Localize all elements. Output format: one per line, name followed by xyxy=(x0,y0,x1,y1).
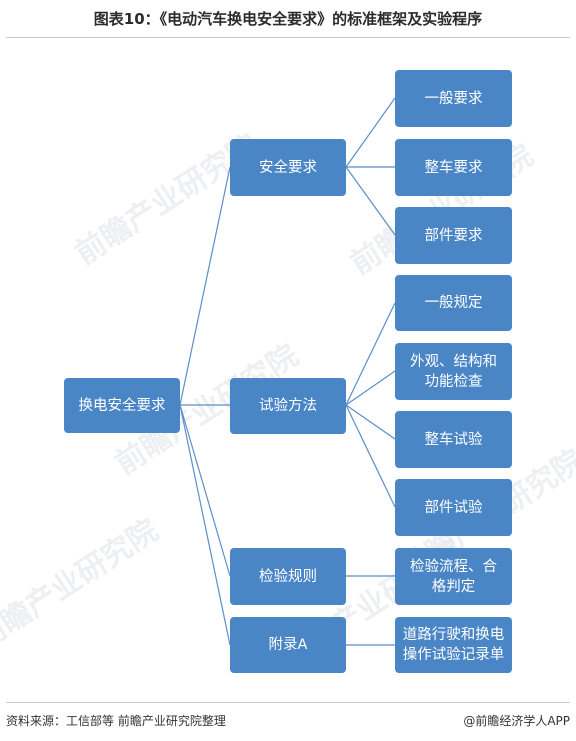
node-label: 附录A xyxy=(268,637,308,653)
node-leaf: 外观、结构和功能检查 xyxy=(395,343,512,400)
connector-line xyxy=(345,404,396,508)
node-leaf: 整车要求 xyxy=(395,139,512,196)
node-label: 检验流程、合格判定 xyxy=(410,558,497,595)
node-category-inspection: 检验规则 xyxy=(230,548,346,605)
connector-line xyxy=(179,166,231,406)
figure-title: 图表10：《电动汽车换电安全要求》的标准框架及实验程序 xyxy=(93,10,483,28)
node-category-appendix: 附录A xyxy=(230,617,346,673)
connector-line xyxy=(345,404,396,440)
node-category-test-method: 试验方法 xyxy=(230,378,346,434)
node-leaf: 整车试验 xyxy=(395,411,512,468)
node-label: 换电安全要求 xyxy=(78,397,166,414)
connector-line xyxy=(179,404,231,577)
connector-line xyxy=(345,97,396,168)
node-leaf: 一般要求 xyxy=(395,70,512,127)
node-leaf: 检验流程、合格判定 xyxy=(395,548,512,605)
node-leaf: 道路行驶和换电操作试验记录单 xyxy=(395,617,512,673)
node-label: 检验规则 xyxy=(259,568,317,585)
node-label: 试验方法 xyxy=(259,398,317,414)
bottom-divider xyxy=(6,702,570,703)
brand-credit: @前瞻经济学人APP xyxy=(463,714,570,728)
node-label: 整车试验 xyxy=(424,431,483,448)
node-leaf: 一般规定 xyxy=(395,275,512,331)
connector-line xyxy=(345,370,396,406)
node-label: 安全要求 xyxy=(259,159,317,176)
node-leaf: 部件试验 xyxy=(395,479,512,536)
node-category-safety: 安全要求 xyxy=(230,139,346,196)
node-root: 换电安全要求 xyxy=(64,378,180,433)
node-label: 部件要求 xyxy=(424,227,483,244)
connector-line xyxy=(345,302,396,406)
node-leaf: 部件要求 xyxy=(395,207,512,264)
node-label: 整车要求 xyxy=(424,159,483,176)
connector-line xyxy=(179,404,231,646)
top-divider xyxy=(6,37,570,38)
node-label: 一般要求 xyxy=(424,90,483,107)
node-label: 外观、结构和功能检查 xyxy=(410,353,497,390)
node-label: 一般规定 xyxy=(424,295,483,311)
source-note: 资料来源：工信部等 前瞻产业研究院整理 xyxy=(6,714,226,728)
node-label: 道路行驶和换电操作试验记录单 xyxy=(402,627,505,663)
connector-line xyxy=(345,166,396,236)
node-label: 部件试验 xyxy=(424,499,483,516)
